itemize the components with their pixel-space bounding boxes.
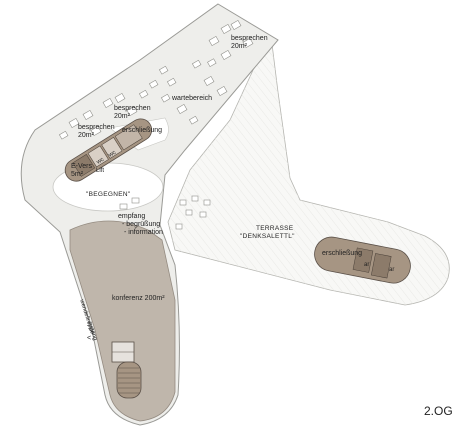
service-core-left xyxy=(64,118,153,182)
furniture xyxy=(58,19,254,230)
terrace-decking-hatch xyxy=(168,44,450,305)
room-label-e-vers: E-Vers xyxy=(71,163,93,170)
spiral-stair xyxy=(116,361,142,399)
room-area-e-vers: 5m² xyxy=(71,171,84,178)
room-label-wc-2: wc xyxy=(107,150,117,160)
room-area-besprechen-mid: 20m² xyxy=(114,113,131,120)
room-label-begruessung: - begrüßung xyxy=(122,221,160,228)
room-label-wartebereich: wartebereich xyxy=(171,95,212,102)
room-label-terrasse: TERRASSE xyxy=(256,225,294,232)
room-label-besprechen-left: besprechen xyxy=(78,124,115,131)
room-label-ar-1: ar xyxy=(364,262,369,268)
room-label-zugang: zugang xyxy=(86,321,98,342)
room-label-besprechen-mid: besprechen xyxy=(114,105,151,112)
building-outline xyxy=(20,3,279,426)
room-area-besprechen-left: 20m² xyxy=(78,132,95,139)
floor-level-label: 2.OG xyxy=(424,404,453,418)
room-label-besprechen-top: besprechen xyxy=(231,35,268,42)
room-area-besprechen-top: 20m² xyxy=(231,43,248,50)
room-label-konferenz: konferenz 200m² xyxy=(112,295,165,302)
room-label-denksalettl: "DENKSALETTL" xyxy=(240,233,295,240)
zugang-arrow: < xyxy=(87,335,91,342)
room-label-wc-1: wc xyxy=(95,157,105,167)
room-label-erschliessung-core: erschließung xyxy=(122,127,162,134)
room-label-ar-2: ar xyxy=(389,267,394,273)
room-label-begegnen: "BEGEGNEN" xyxy=(86,191,131,198)
room-label-lift: Lift xyxy=(96,168,104,174)
conference-room xyxy=(69,220,176,422)
stair-steps xyxy=(118,367,140,394)
room-label-erschliessung-right: erschließung xyxy=(322,250,362,257)
service-core-right xyxy=(314,236,411,284)
room-label-information: - information xyxy=(124,229,163,236)
room-label-empfang: empfang xyxy=(118,213,145,220)
